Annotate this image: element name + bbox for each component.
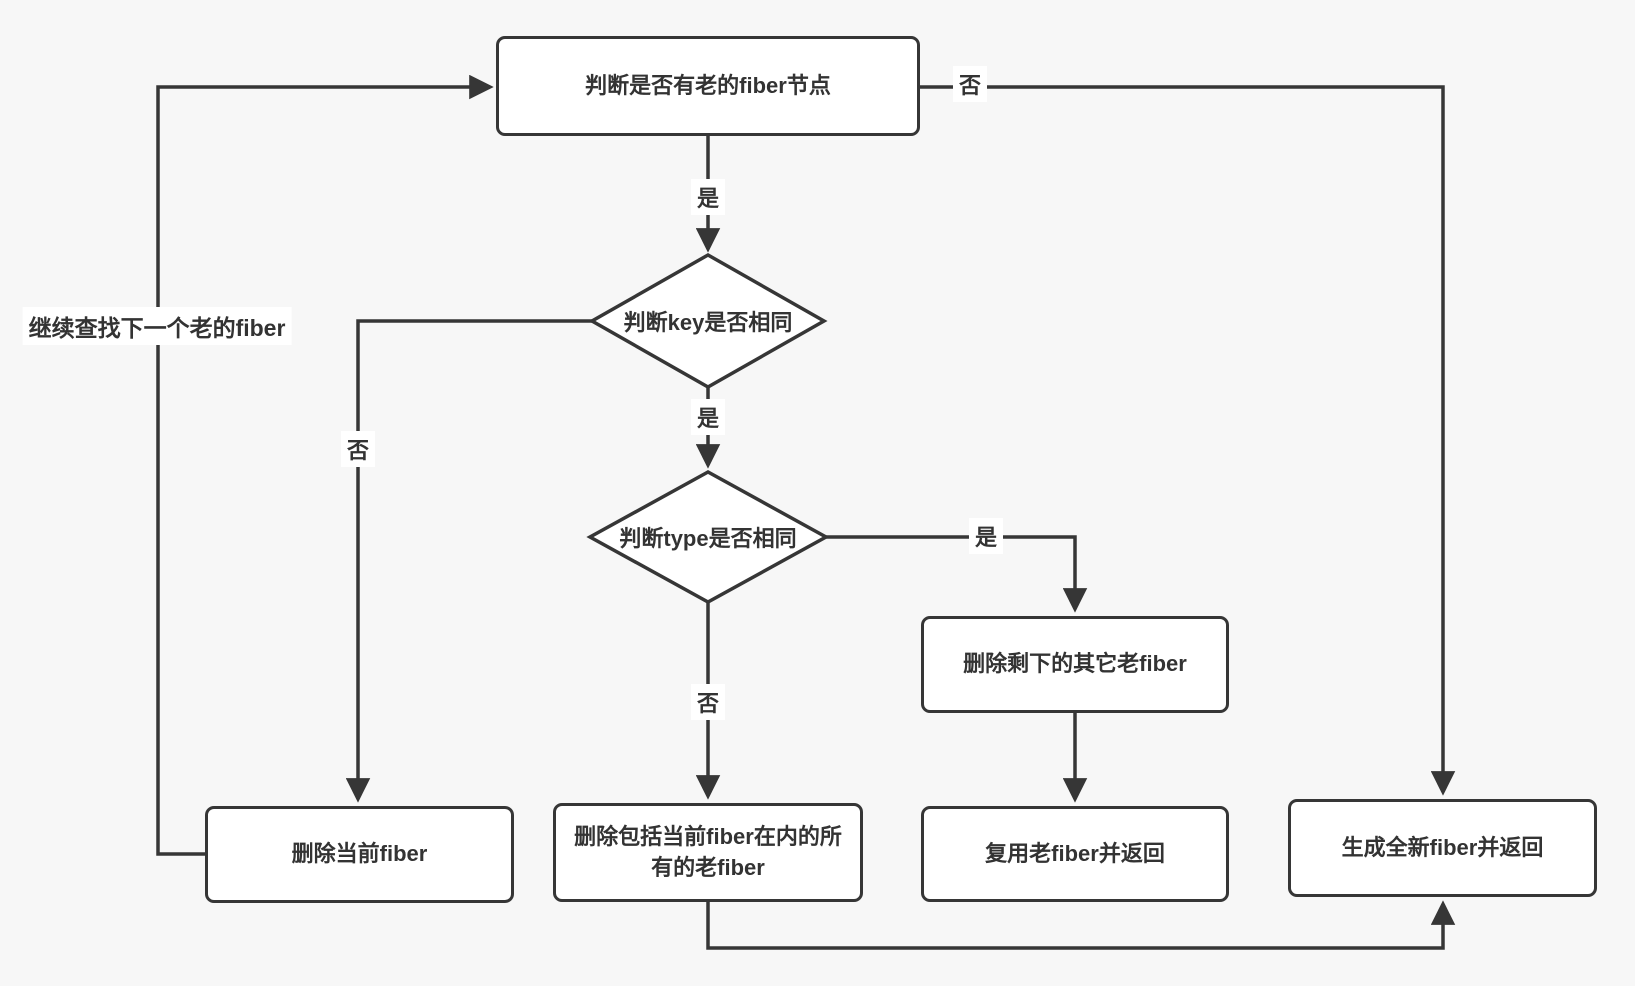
edge-label-top-yes: 是: [690, 179, 726, 215]
decision-type-same-label: 判断type是否相同: [619, 526, 797, 551]
edge-type-yes-line: [825, 535, 1088, 613]
edge-label-type-yes: 是: [968, 518, 1004, 554]
node-reuse-old-fiber: 复用老fiber并返回: [921, 806, 1229, 902]
edge-label-key-no: 否: [340, 431, 376, 467]
edge-all-to-new-line: [706, 900, 1456, 950]
edge-label-top-no: 否: [952, 66, 988, 102]
edge-key-no-line: [345, 319, 592, 803]
decision-key-same-diamond: [588, 252, 828, 390]
decision-key-same-label: 判断key是否相同: [623, 310, 793, 335]
edge-label-type-no: 否: [690, 684, 726, 720]
edge-loop-back-line: [156, 74, 494, 856]
edge-label-key-yes: 是: [690, 399, 726, 435]
decision-type-same-diamond: [586, 470, 830, 604]
node-delete-current-fiber: 删除当前fiber: [205, 806, 514, 903]
edge-top-no-line: [920, 85, 1456, 796]
edge-label-continue-next-old-fiber: 继续查找下一个老的fiber: [22, 307, 292, 345]
node-create-new-fiber: 生成全新fiber并返回: [1288, 799, 1597, 897]
node-delete-rest-old-fiber: 删除剩下的其它老fiber: [921, 616, 1229, 713]
node-delete-all-old-fiber: 删除包括当前fiber在内的所有的老fiber: [553, 803, 863, 902]
node-check-old-fiber: 判断是否有老的fiber节点: [496, 36, 920, 136]
